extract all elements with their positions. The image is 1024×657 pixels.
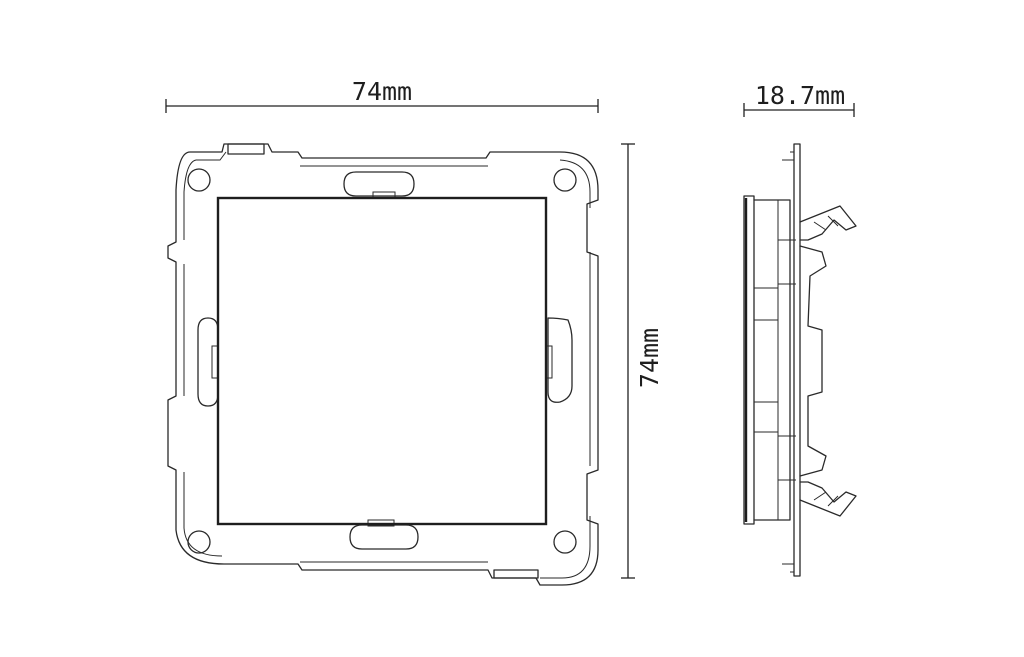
side-cover-plate [743, 195, 755, 525]
depth-label: 18.7mm [755, 81, 845, 110]
slot-top [343, 171, 415, 197]
mounting-frame-outline [167, 143, 599, 586]
side-clip-bottom [799, 481, 857, 517]
side-mechanism-steps [754, 200, 796, 520]
slot-left [197, 317, 219, 407]
side-mechanism-body [753, 199, 791, 521]
corner-hole-top-left [187, 168, 211, 192]
side-clip-bottom-inner [813, 491, 839, 507]
dimension-depth: 18.7mm [743, 81, 855, 117]
side-plate-ticks [782, 151, 794, 573]
side-clip-top-inner [813, 215, 839, 231]
cover-plate [216, 196, 548, 526]
mounting-frame-inner-line [183, 151, 591, 579]
corner-hole-bottom-left [187, 530, 211, 554]
bottom-hook [493, 569, 539, 579]
side-rear-housing [799, 245, 827, 477]
side-mounting-plate [793, 143, 801, 577]
front-view [167, 143, 599, 586]
slot-bottom [349, 524, 419, 550]
top-hook [227, 143, 265, 155]
corner-hole-top-right [553, 168, 577, 192]
dimension-height: 74mm [621, 143, 664, 579]
width-label: 74mm [352, 77, 412, 106]
side-clip-top [799, 205, 857, 241]
slot-right [547, 317, 573, 403]
corner-hole-bottom-right [553, 530, 577, 554]
side-view [743, 143, 857, 577]
dimension-width: 74mm [165, 77, 599, 113]
height-label: 74mm [635, 328, 664, 388]
